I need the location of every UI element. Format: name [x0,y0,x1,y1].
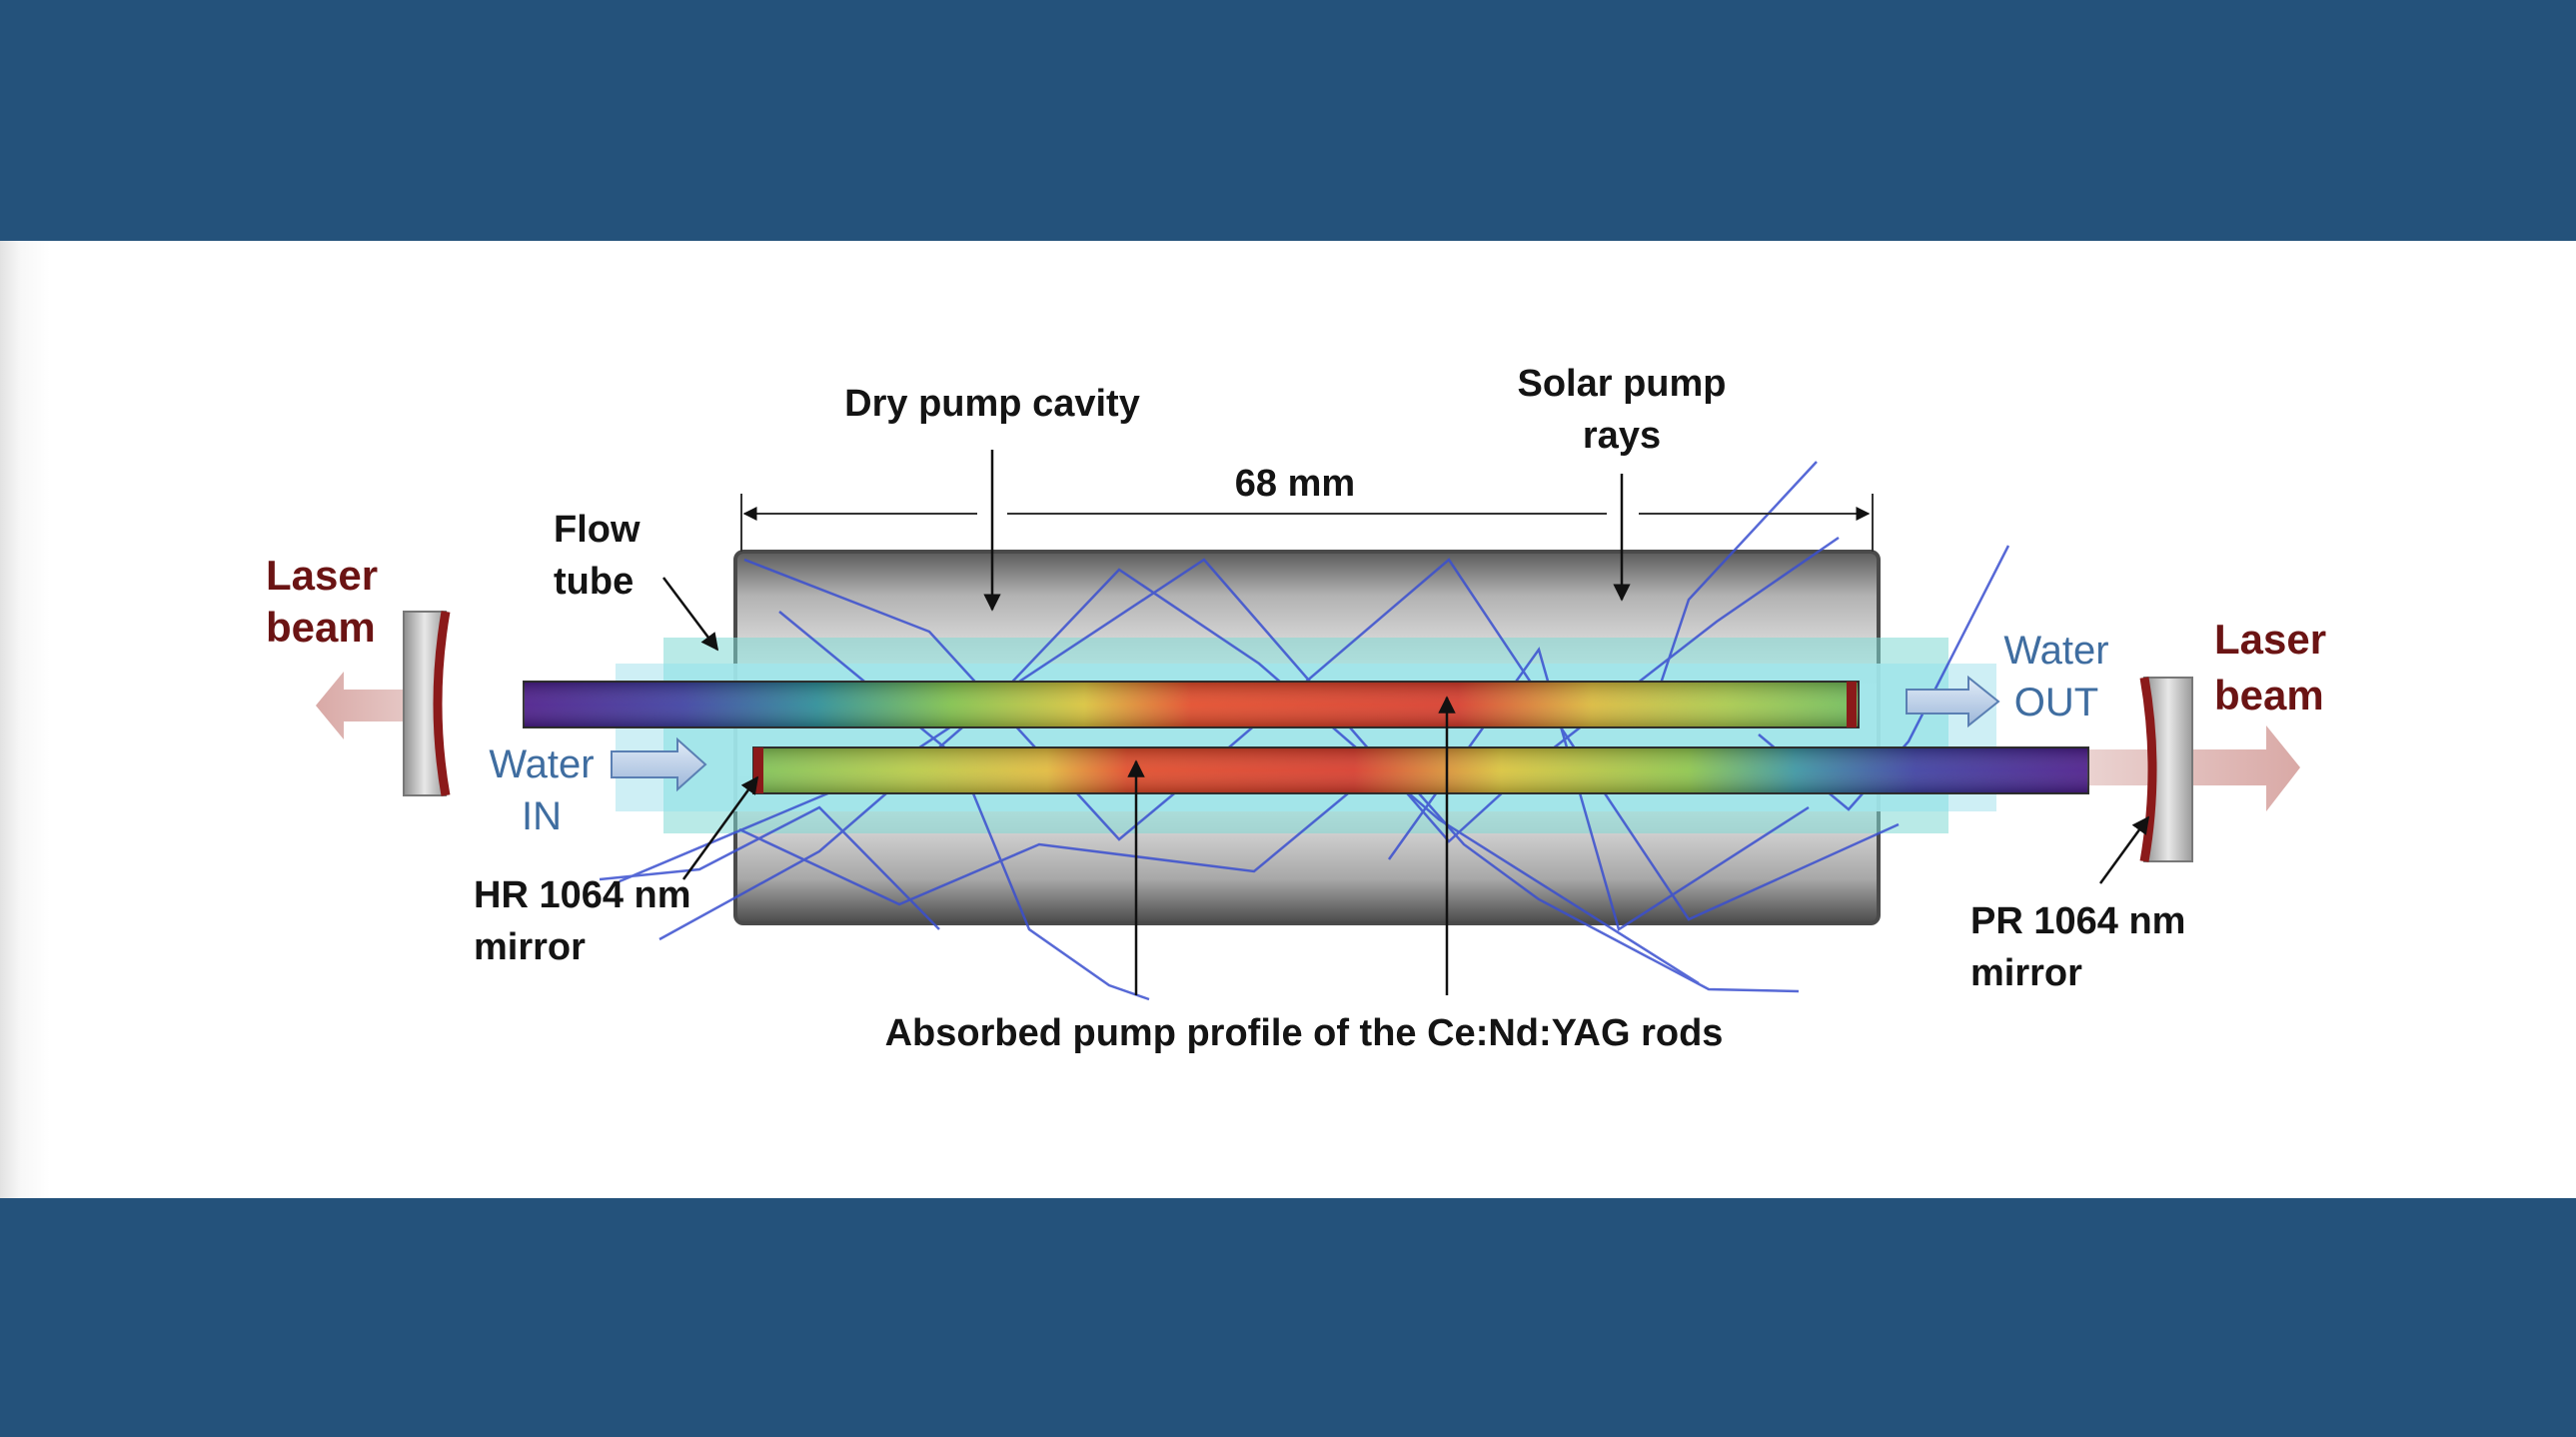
water-in-arrow [611,736,707,792]
label-water-in-2: IN [522,794,562,838]
label-laser-beam-right-2: beam [2214,672,2324,718]
flow-tube [616,638,1996,833]
label-pr-mirror-2: mirror [1970,952,2082,994]
label-hr-mirror-1: HR 1064 nm [474,874,691,916]
label-laser-beam-left-2: beam [266,604,376,651]
hr-mirror-left [403,611,451,796]
label-water-out-2: OUT [2014,681,2098,724]
dimension-line [740,494,1874,552]
label-solar-pump-rays-1: Solar pump [1517,363,1726,405]
water-out-arrow [1906,675,2000,728]
ce-nd-yag-rod-bottom [752,746,2089,794]
top-band [0,0,2576,241]
label-flow-tube-1: Flow [554,509,641,551]
label-laser-beam-left-1: Laser [266,552,378,599]
label-pr-mirror-1: PR 1064 nm [1970,900,2185,942]
laser-beam-right [2088,725,2300,811]
leader-arrows [662,450,2150,995]
label-solar-pump-rays-2: rays [1583,415,1661,457]
bottom-band [0,1198,2576,1437]
label-hr-mirror-2: mirror [474,926,586,968]
label-length: 68 mm [1235,463,1355,505]
label-water-in-1: Water [489,742,594,786]
label-dry-pump-cavity: Dry pump cavity [844,383,1140,425]
pr-mirror-right [2139,677,2193,862]
laser-beam-left [316,672,440,739]
label-water-out-1: Water [2003,629,2108,673]
label-flow-tube-2: tube [554,561,634,603]
label-laser-beam-right-1: Laser [2214,616,2326,663]
ce-nd-yag-rod-top [523,681,1860,728]
label-absorbed-profile: Absorbed pump profile of the Ce:Nd:YAG r… [885,1012,1724,1054]
